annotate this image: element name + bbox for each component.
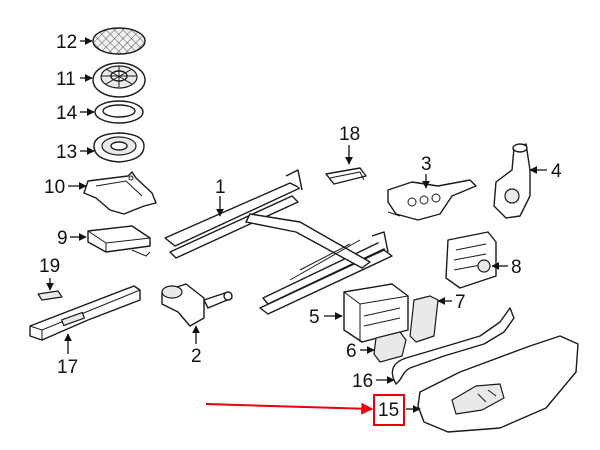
callout-16: 16 — [352, 371, 373, 392]
part-1-seat-track — [164, 169, 393, 315]
leader-lines — [46, 37, 547, 413]
callout-15: 15 — [378, 400, 399, 421]
part-13-speaker-base — [93, 132, 145, 163]
callout-2: 2 — [191, 346, 202, 367]
part-4-recliner — [493, 143, 531, 219]
callout-19: 19 — [39, 256, 60, 277]
callout-9: 9 — [57, 228, 68, 249]
highlight-pointer-arrow — [205, 402, 374, 415]
callout-14: 14 — [56, 103, 78, 124]
callout-8: 8 — [511, 257, 522, 278]
callout-11: 11 — [56, 69, 76, 90]
part-8-motor-housing — [445, 231, 497, 289]
part-19-pad — [37, 290, 63, 301]
callout-7: 7 — [455, 292, 466, 313]
part-12-grille — [92, 27, 146, 55]
callout-17: 17 — [57, 357, 78, 378]
callout-6: 6 — [346, 341, 357, 362]
part-5-control-module — [343, 283, 409, 343]
callout-5: 5 — [309, 307, 320, 328]
part-16-wire-harness — [391, 307, 515, 385]
callouts: 12 11 14 13 10 9 19 17 1 2 18 3 4 8 7 5 … — [39, 32, 562, 421]
callout-13: 13 — [56, 142, 77, 163]
part-7-pad — [409, 295, 439, 343]
part-11-speaker — [92, 62, 146, 98]
highlight-box-15 — [373, 394, 405, 426]
callout-18: 18 — [339, 124, 360, 145]
callout-1: 1 — [215, 177, 226, 198]
part-17-rail-cover — [29, 285, 141, 341]
part-3-bracket — [387, 179, 477, 221]
part-6-button-pad — [373, 331, 407, 363]
callout-3: 3 — [421, 154, 432, 175]
callout-12: 12 — [56, 32, 77, 53]
callout-10: 10 — [44, 177, 65, 198]
part-14-ring — [94, 100, 144, 124]
part-18-cover — [325, 167, 367, 185]
callout-4: 4 — [551, 161, 562, 182]
part-9-module — [87, 225, 151, 257]
part-15-side-trim — [417, 335, 579, 433]
part-10-bracket — [83, 171, 157, 215]
part-2-motor — [161, 283, 233, 327]
